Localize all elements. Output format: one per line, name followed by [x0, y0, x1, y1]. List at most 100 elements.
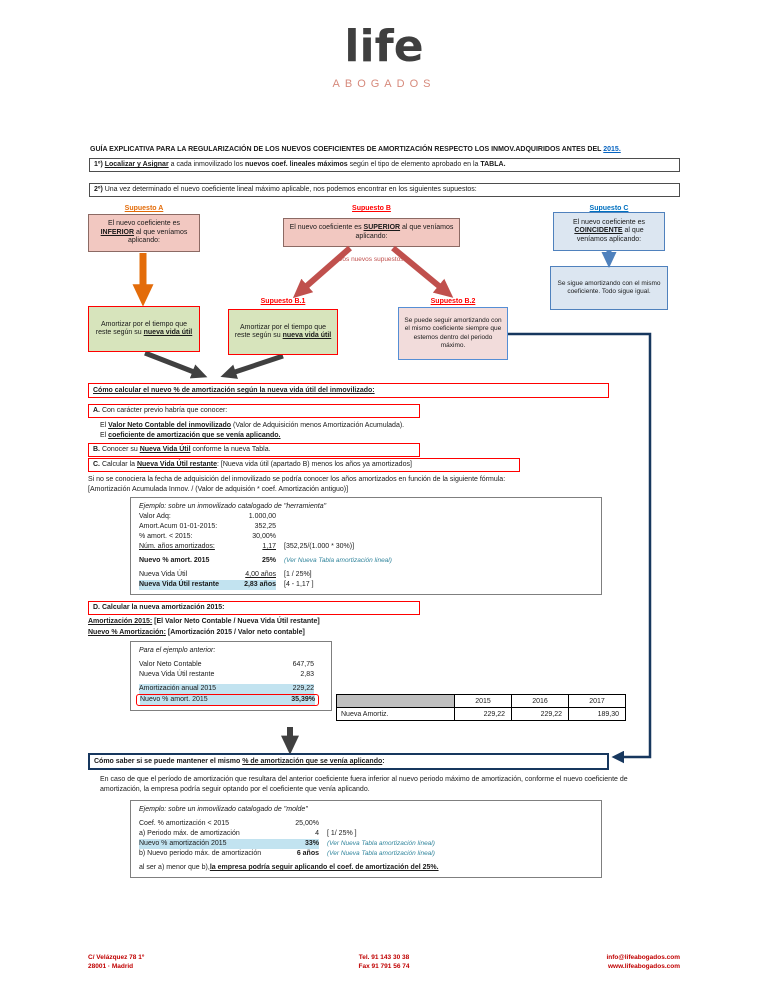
box-supuesto-a-text: El nuevo coeficiente es INFERIOR al que … — [94, 220, 194, 246]
footer-address-line2: 28001 · Madrid — [88, 963, 134, 970]
row-label: Valor Neto Contable — [139, 661, 202, 668]
text-part: Amortización 2015: — [88, 618, 153, 625]
text-part: nueva vida útil — [143, 329, 193, 336]
page-title: GUÍA EXPLICATIVA PARA LA REGULARIZACIÓN … — [90, 146, 708, 153]
table-value: 189,30 — [569, 708, 626, 721]
row-note: [352,25/(1.000 * 30%)] — [284, 543, 355, 550]
logo-subtitle: ABOGADOS — [332, 78, 436, 90]
text-part: al ser a) menor que b), — [139, 864, 210, 871]
row-label: Nueva Vida Útil — [139, 571, 188, 578]
row-value: 33% — [264, 839, 319, 849]
label-supuesto-b2: Supuesto B.2 — [430, 298, 476, 305]
box-supuesto-c-text: El nuevo coeficiente es COINCIDENTE al q… — [559, 219, 659, 245]
step2-text: Una vez determinado el nuevo coeficiente… — [102, 186, 477, 193]
footer-email-link[interactable]: info@lifeabogados.com — [606, 954, 680, 961]
text-part: al que veníamos aplicando: — [128, 228, 188, 245]
row-note: [4 - 1,17 ] — [284, 581, 314, 588]
row-value: 35,39% — [255, 695, 315, 705]
text-part: Cómo saber si se puede mantener el mismo — [94, 758, 243, 765]
footer-address: C/ Velázquez 78 1º 28001 · Madrid — [88, 953, 144, 971]
row-label: % amort. < 2015: — [139, 533, 193, 540]
row-value: 1,17 — [262, 543, 276, 550]
step1-part: 1º) — [94, 161, 105, 168]
row-note: [ 1/ 25% ] — [327, 830, 357, 837]
row-label: Coef. % amortización < 2015 — [139, 820, 230, 827]
text-part: INFERIOR — [100, 228, 135, 236]
amortization-table: 2015 2016 2017 Nueva Amortiz. 229,22 229… — [336, 694, 626, 721]
row-label: Nuevo % amortización 2015 — [139, 839, 264, 849]
item-text: : [Nueva vida útil (apartado B) menos lo… — [216, 461, 412, 468]
text-part: [Amortización 2015 / Valor neto contable… — [165, 629, 305, 636]
row-value: 352,25 — [254, 523, 276, 530]
step1-part: según el tipo de elemento aprobado en la — [347, 161, 481, 168]
item-text: D. Calcular la nueva amortización 2015: — [93, 604, 225, 611]
footer-tel: Tel. 91 143 30 38 — [358, 954, 410, 961]
footer-address-line1: C/ Velázquez 78 1º — [88, 954, 145, 961]
text-part: COINCIDENTE — [574, 227, 623, 235]
row-value: 25% — [261, 557, 276, 564]
footer-contact: Tel. 91 143 30 38 Fax 91 791 56 74 — [0, 953, 768, 971]
example1-title: Ejemplo: sobre un inmovilizado catalogad… — [139, 503, 327, 510]
item-letter: C. — [93, 461, 100, 468]
item-text: Conocer su — [100, 446, 140, 453]
row-note: [1 / 25%] — [284, 571, 312, 578]
label-supuesto-b: Supuesto B — [352, 205, 391, 212]
formula-note-line1: Si no se conociera la fecha de adquisici… — [88, 476, 506, 483]
dos-nuevos-supuestos: Dos nuevos supuestos: — [337, 256, 406, 263]
section2-paragraph: En caso de que el período de amortizació… — [100, 776, 628, 793]
box-supuesto-b: El nuevo coeficiente es SUPERIOR al que … — [283, 218, 460, 247]
row-label: Nueva Vida Útil restante — [139, 580, 234, 590]
example3-conclusion: al ser a) menor que b), la empresa podrí… — [139, 863, 593, 873]
text-part: al que veníamos aplicando: — [355, 224, 454, 240]
text-part: la empresa podría seguir aplicando el co… — [209, 864, 439, 871]
row-label: Nueva Vida Útil restante — [139, 671, 215, 678]
row-value: 229,22 — [254, 684, 314, 694]
box-supuesto-c: El nuevo coeficiente es COINCIDENTE al q… — [553, 212, 665, 251]
row-label: Nuevo % amort. 2015 — [140, 695, 255, 705]
text-part: : — [382, 758, 385, 765]
text-part: El nuevo coeficiente es — [289, 224, 364, 231]
text-part: Valor Neto Contable del inmovilizado — [108, 422, 232, 429]
label-supuesto-a: Supuesto A — [124, 205, 164, 212]
section2-header: Cómo saber si se puede mantener el mismo… — [88, 753, 609, 770]
example3-box: Ejemplo: sobre un inmovilizado catalogad… — [130, 800, 602, 878]
table-year-header: 2016 — [512, 695, 569, 708]
footer-website-link[interactable]: www.lifeabogados.com — [608, 963, 680, 970]
title-year-link[interactable]: 2015. — [603, 146, 621, 153]
example1-row: Amort.Acum 01-01-2015: 352,25 — [139, 522, 593, 532]
row-label: Nuevo % amort. 2015 — [139, 557, 210, 564]
logo-life: life — [344, 21, 424, 72]
example1-row: Núm. años amortizados: 1,17 [352,25/(1.000… — [139, 542, 593, 552]
title-text: GUÍA EXPLICATIVA PARA LA REGULARIZACIÓN … — [90, 146, 604, 153]
row-label: Valor Adq: — [139, 513, 171, 520]
item-text: Calcular la — [100, 461, 137, 468]
text-part: El nuevo coeficiente es — [573, 218, 645, 226]
item-em: Nueva Vida Útil restante — [136, 461, 217, 468]
table-corner-cell — [337, 695, 455, 708]
label-supuesto-b1: Supuesto B.1 — [260, 298, 306, 305]
row-label: a) Periodo máx. de amortización — [139, 830, 240, 837]
footer-fax: Fax 91 791 56 74 — [358, 963, 410, 970]
row-label: Amort.Acum 01-01-2015: — [139, 523, 218, 530]
example1-row: Valor Adq:1.000,00 — [139, 512, 593, 522]
box-supuesto-c-result: Se sigue amortizando con el mismo coefic… — [550, 266, 668, 310]
table-year-header: 2015 — [455, 695, 512, 708]
section1-item-c: C. Calcular la Nueva Vida Útil restante:… — [88, 458, 520, 472]
formula-note-line2: [Amortización Acumulada Inmov. / (Valor … — [88, 486, 349, 493]
text-part: El nuevo coeficiente es — [108, 220, 180, 228]
box-supuesto-a: El nuevo coeficiente es INFERIOR al que … — [88, 214, 200, 252]
step1-part: nuevos coef. lineales máximos — [244, 161, 348, 168]
item-text: conforme la nueva Tabla. — [190, 446, 271, 453]
row-label: Núm. años amortizados: — [139, 543, 215, 550]
step1-part: Localizar y Asignar — [104, 161, 169, 168]
